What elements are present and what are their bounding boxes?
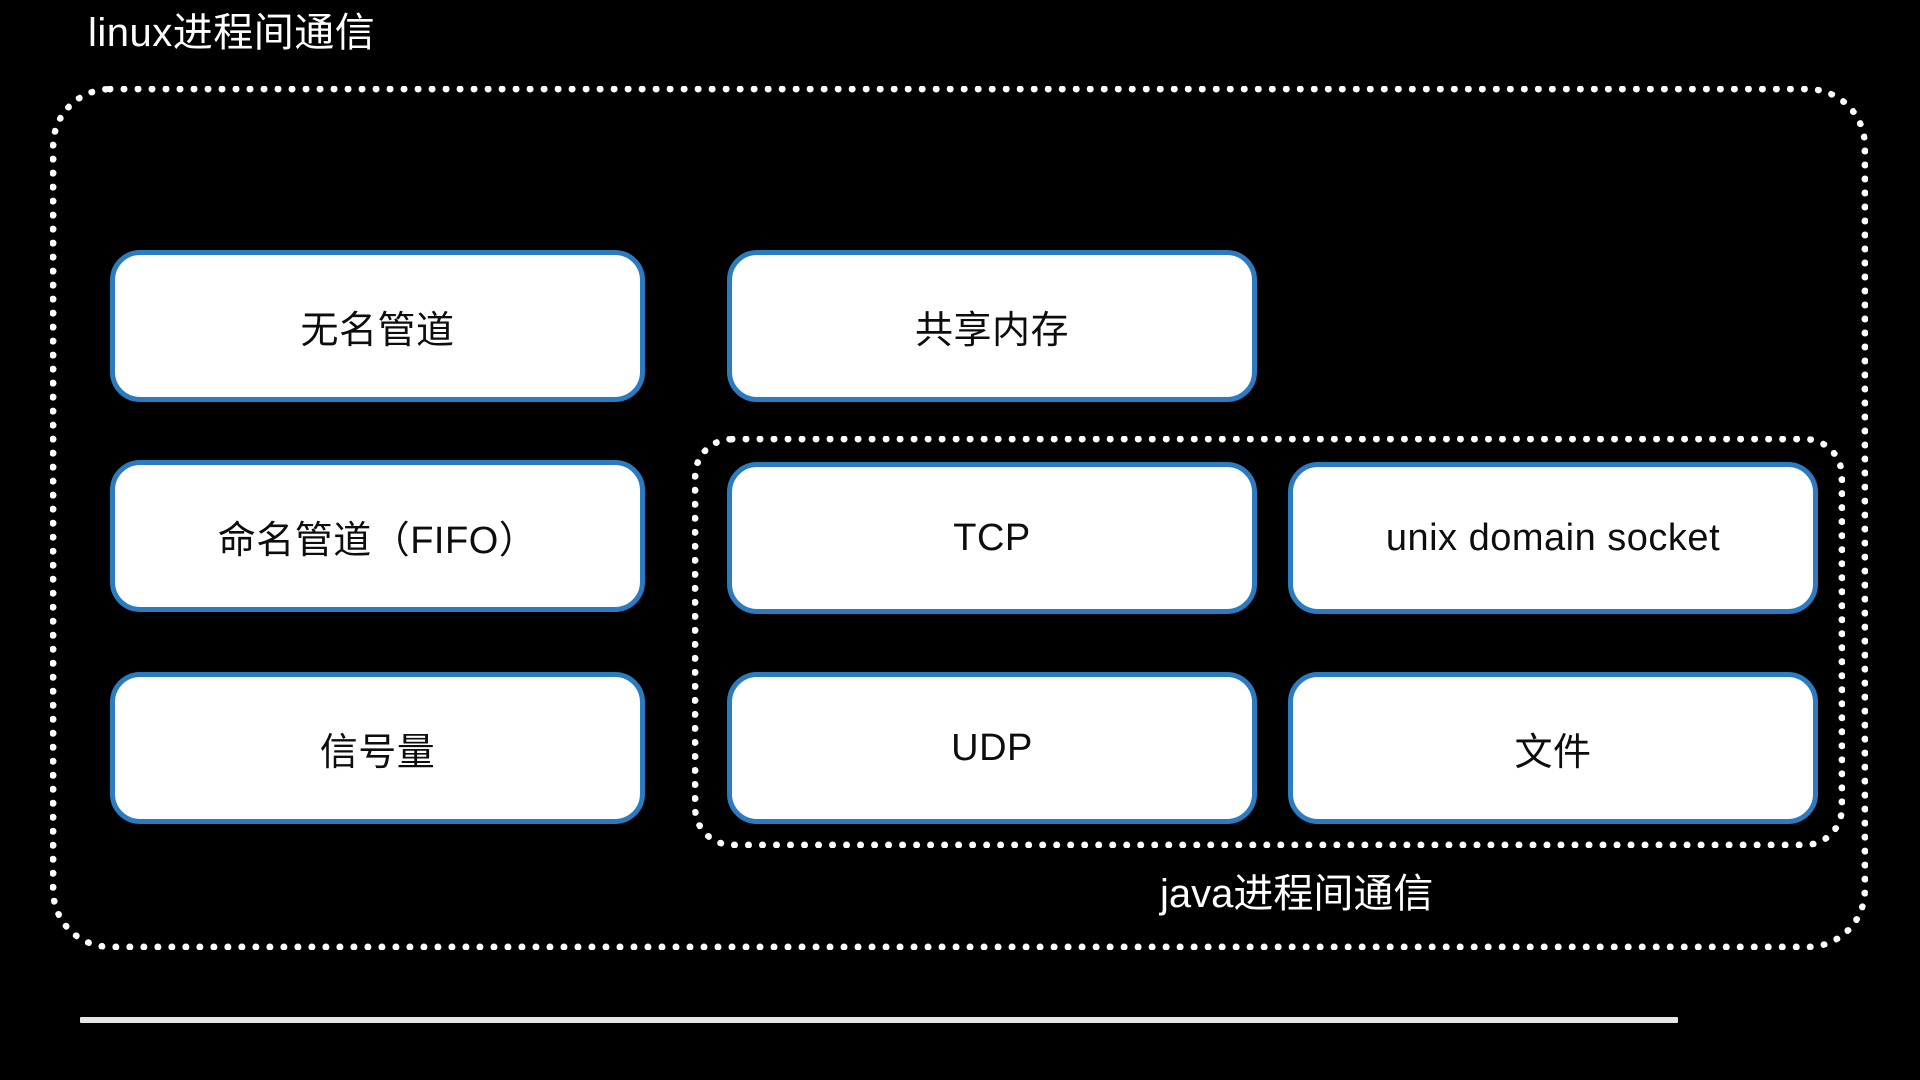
card-named-pipe-fifo[interactable]: 命名管道（FIFO） [110,460,645,612]
card-file[interactable]: 文件 [1288,672,1818,824]
bottom-divider [80,1017,1678,1023]
card-unnamed-pipe[interactable]: 无名管道 [110,250,645,402]
card-udp[interactable]: UDP [727,672,1257,824]
outer-group-boundary [50,86,1868,950]
card-tcp[interactable]: TCP [727,462,1257,614]
card-semaphore[interactable]: 信号量 [110,672,645,824]
outer-group-title: linux进程间通信 [88,11,376,55]
card-unix-domain-socket[interactable]: unix domain socket [1288,462,1818,614]
inner-group-title: java进程间通信 [1160,872,1434,916]
inner-group-boundary [692,436,1845,848]
card-shared-memory[interactable]: 共享内存 [727,250,1257,402]
